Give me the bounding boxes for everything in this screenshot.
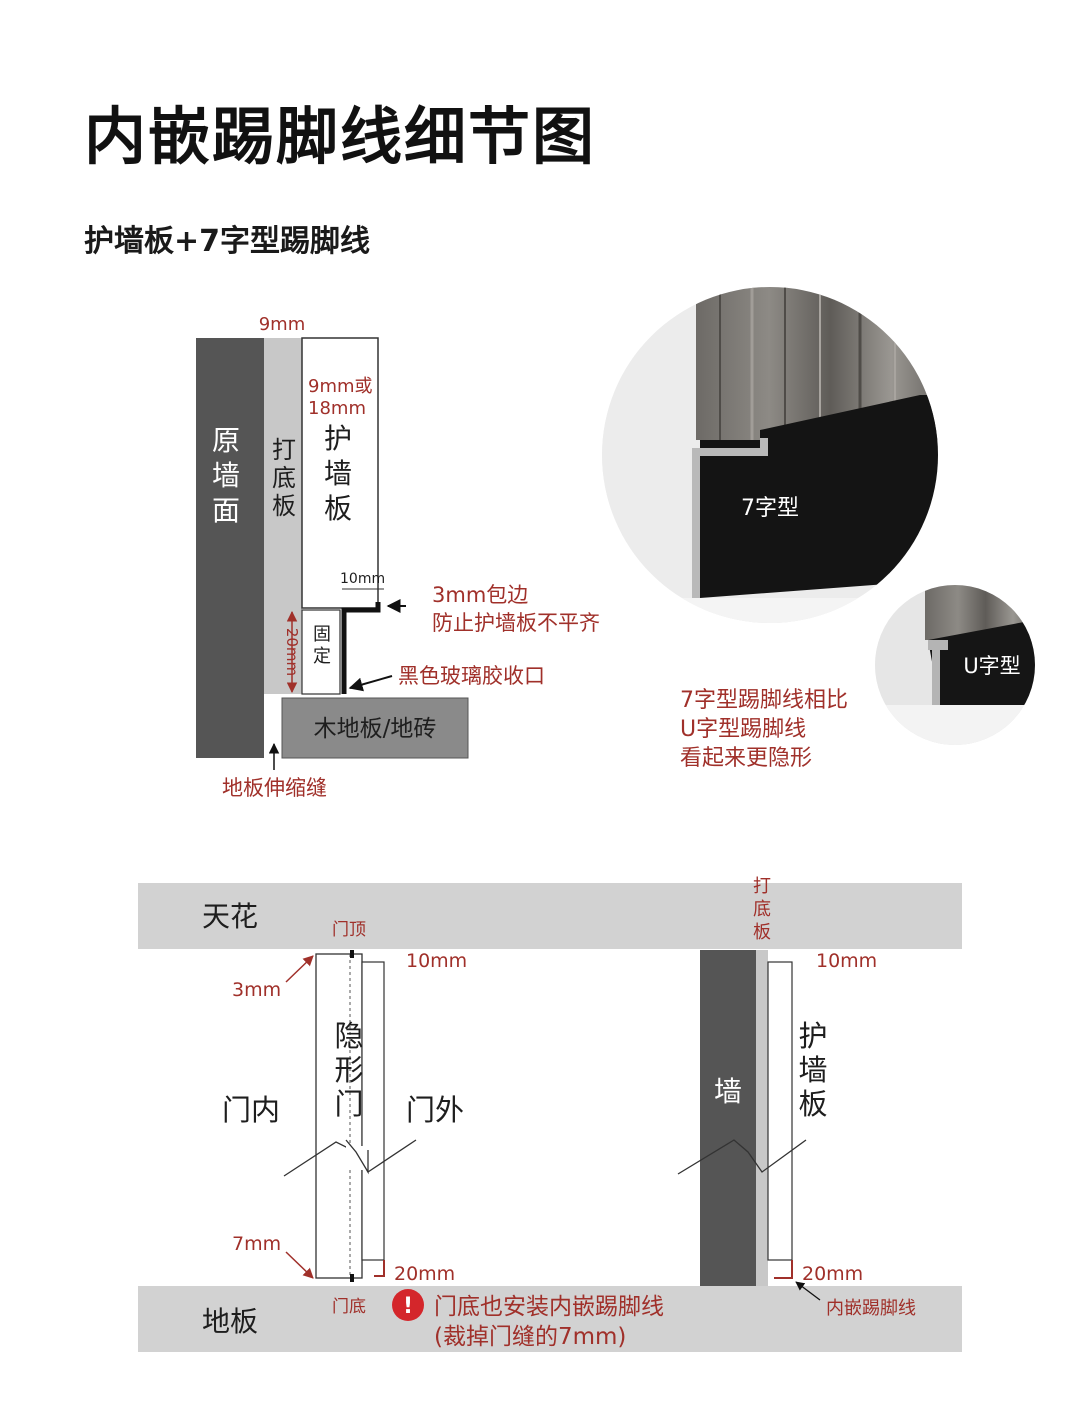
door-outside-label: 门外 (406, 1093, 464, 1127)
warning-line-1: 门底也安装内嵌踢脚线 (434, 1294, 664, 1320)
seven-type-label: 7字型 (741, 496, 799, 521)
wall-panel-2 (767, 961, 793, 1261)
dim-10mm-right: 10mm (816, 950, 877, 972)
ceiling-label: 天花 (202, 900, 258, 933)
expansion-gap-label: 地板伸缩缝 (222, 776, 327, 800)
fix-label-2: 定 (313, 646, 331, 667)
fix-label-1: 固 (313, 624, 331, 645)
hidden-door-label-2: 形 (334, 1053, 363, 1087)
wall-panel-label-3: 板 (324, 492, 352, 525)
door-inside-label: 门内 (222, 1093, 280, 1127)
warning-line-2: (裁掉门缝的7mm) (434, 1324, 626, 1350)
base-board-v-3: 板 (753, 922, 771, 943)
photo-u-type: U字型 (875, 585, 1035, 745)
page-title: 内嵌踢脚线细节图 (84, 100, 597, 173)
floor-label: 木地板/地砖 (314, 716, 437, 742)
inset-skirting-label: 内嵌踢脚线 (826, 1298, 916, 1319)
photo-seven-type: 7字型 (602, 287, 938, 623)
edge-wrap-line-2: 防止护墙板不平齐 (432, 611, 600, 635)
warning-icon (392, 1289, 424, 1321)
base-board-label-3: 板 (272, 492, 296, 520)
wall-panel-label-2: 墙 (324, 457, 352, 490)
warning-icon-glyph: ! (403, 1294, 413, 1319)
dim-3mm: 3mm (232, 979, 281, 1001)
black-glue-label: 黑色玻璃胶收口 (398, 664, 545, 688)
wall-block (700, 950, 756, 1286)
base-board-v-2: 底 (753, 899, 771, 920)
door-top-label: 门顶 (332, 920, 366, 940)
wall-panel-2-label-1: 护 (798, 1019, 827, 1053)
base-board-strip (756, 950, 768, 1286)
wall-panel-label-1: 护 (324, 422, 352, 455)
wall-panel-2-label-2: 墙 (798, 1053, 827, 1087)
compare-line-3: 看起来更隐形 (680, 746, 812, 771)
floor-band (138, 1286, 962, 1352)
original-wall-label-2: 墙 (212, 459, 240, 492)
door-panel (361, 961, 385, 1261)
compare-line-1: 7字型踢脚线相比 (680, 688, 848, 713)
dim-10mm: 10mm (340, 571, 385, 587)
wall-panel (301, 337, 379, 609)
hidden-door-label-3: 门 (334, 1087, 363, 1121)
ceiling-band (138, 883, 962, 949)
compare-line-2: U字型踢脚线 (680, 717, 806, 742)
panel-thickness-1: 9mm或 (308, 376, 373, 397)
dim-7mm: 7mm (232, 1233, 281, 1255)
panel-thickness-2: 18mm (308, 398, 366, 419)
floor-label-2: 地板 (202, 1305, 258, 1338)
dim-20mm-right: 20mm (802, 1263, 863, 1285)
section-2-elevation: 天花 地板 门顶 门底 3mm 10mm 7mm 20mm 隐 形 门 门内 门… (138, 876, 962, 1352)
base-board-label-2: 底 (272, 464, 296, 492)
fixing-block (301, 609, 341, 695)
original-wall-label-1: 原 (212, 424, 240, 457)
hidden-door (315, 953, 363, 1279)
dim-9mm: 9mm (259, 314, 306, 335)
floor-block (281, 697, 469, 759)
edge-wrap-line-1: 3mm包边 (432, 583, 528, 607)
dim-10mm-left: 10mm (406, 950, 467, 972)
original-wall (196, 338, 264, 758)
wall-panel-2-label-3: 板 (798, 1087, 827, 1121)
u-type-label: U字型 (963, 654, 1020, 678)
base-board-label-1: 打 (272, 436, 296, 464)
page-subtitle: 护墙板+7字型踢脚线 (84, 224, 371, 259)
wall-label: 墙 (714, 1075, 742, 1108)
seven-profile (341, 602, 381, 694)
dim-20mm-left: 20mm (394, 1263, 455, 1285)
door-bottom-label: 门底 (332, 1297, 366, 1317)
dim-20mm: 20mm (283, 628, 301, 676)
original-wall-label-3: 面 (212, 494, 240, 527)
hidden-door-label-1: 隐 (334, 1019, 363, 1053)
section-1-cross-section: 9mm 原 墙 面 打 底 板 9mm或 18mm 护 墙 板 10mm 3mm… (196, 314, 600, 800)
base-board-v-1: 打 (753, 876, 771, 897)
